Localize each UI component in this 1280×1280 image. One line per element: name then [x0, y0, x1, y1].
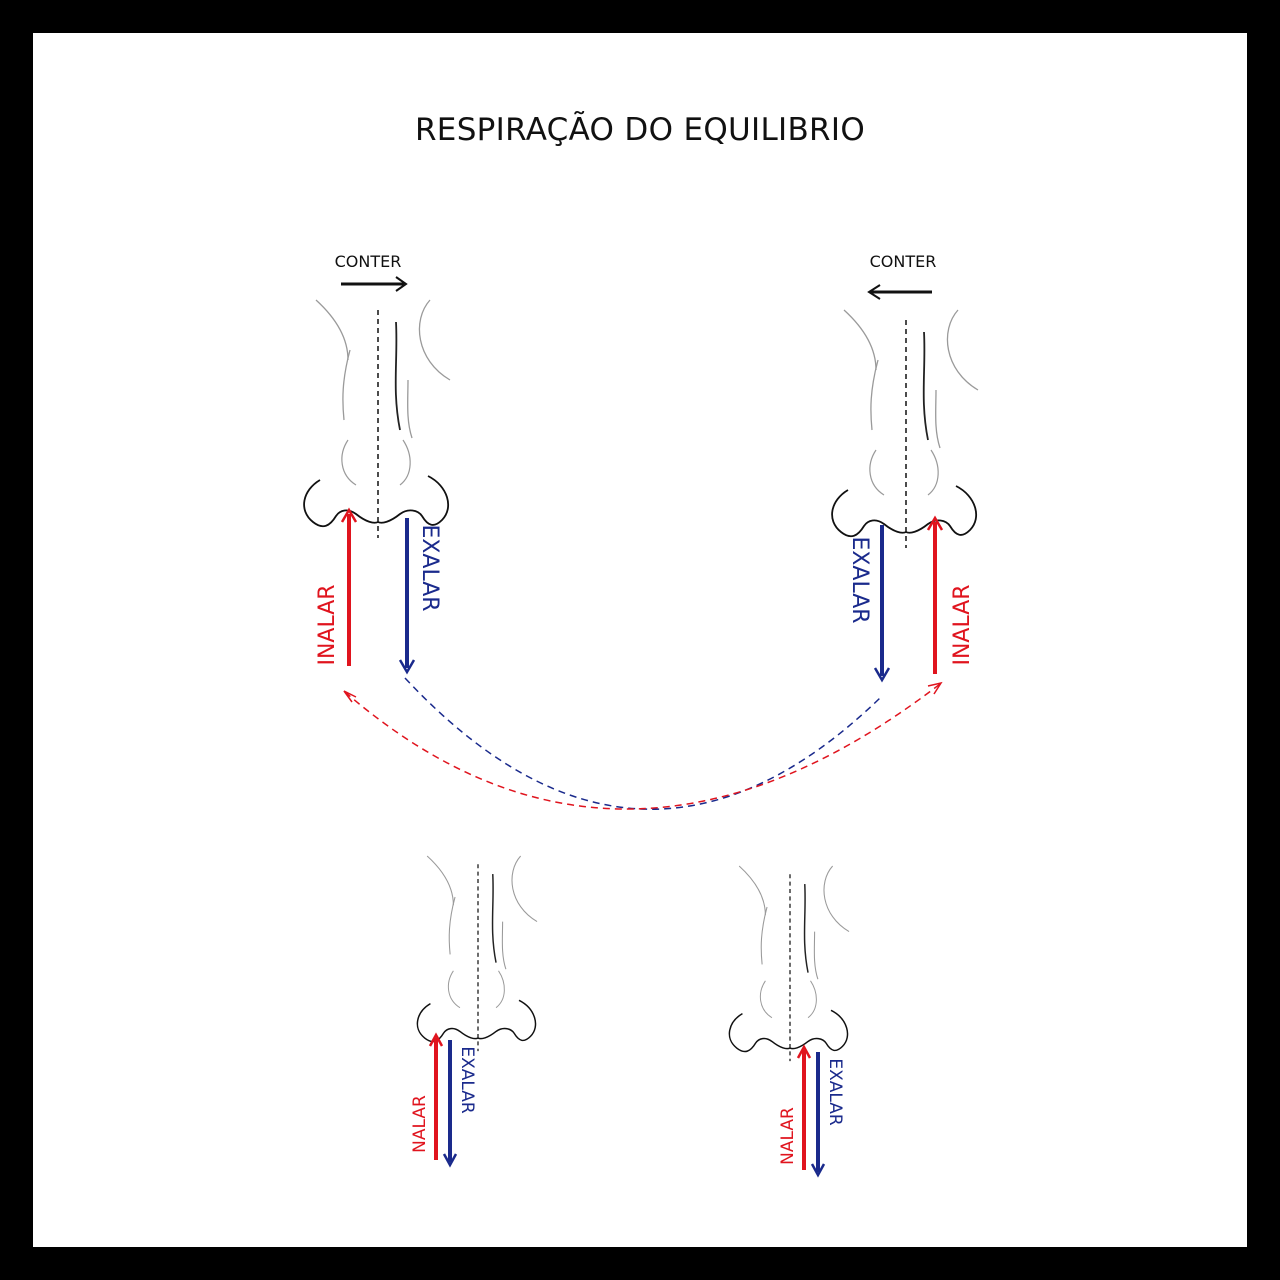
- inhale-label-top-right: INALAR: [950, 584, 975, 665]
- inhale-arrow-top-right: [926, 515, 944, 674]
- exhale-arrow-top-left: [398, 518, 416, 675]
- exhale-label-top-right: EXALAR: [847, 536, 872, 623]
- inhale-label-top-left: INALAR: [315, 584, 340, 665]
- exhale-arrow-bottom-right: [810, 1052, 826, 1178]
- inhale-label-bottom-right: NALAR: [778, 1107, 798, 1165]
- inhale-arrow-bottom-right: [796, 1044, 812, 1170]
- exhale-arrow-top-right: [873, 525, 891, 683]
- diagram-title: RESPIRAÇÃO DO EQUILIBRIO: [414, 112, 866, 148]
- nose-top-right: [831, 309, 979, 549]
- inhale-arrow-top-left: [340, 507, 358, 666]
- exhale-arc: [404, 677, 881, 810]
- inhale-arc: [343, 681, 943, 810]
- hold-label-top-left: CONTER: [335, 252, 402, 271]
- diagram-frame: [33, 33, 1247, 1247]
- exhale-label-bottom-right: EXALAR: [825, 1058, 845, 1126]
- exhale-arrow-bottom-left: [442, 1040, 458, 1168]
- hold-arrow-top-left: [341, 276, 408, 292]
- exhale-label-top-left: EXALAR: [417, 524, 442, 611]
- exhale-label-bottom-left: EXALAR: [457, 1046, 477, 1114]
- hold-arrow-top-right: [867, 284, 932, 300]
- hold-label-top-right: CONTER: [870, 252, 937, 271]
- inhale-arrow-bottom-left: [428, 1032, 444, 1160]
- nose-top-left: [303, 299, 451, 539]
- nose-bottom-right: [728, 865, 850, 1062]
- inhale-label-bottom-left: NALAR: [410, 1095, 430, 1153]
- nose-bottom-left: [416, 855, 538, 1052]
